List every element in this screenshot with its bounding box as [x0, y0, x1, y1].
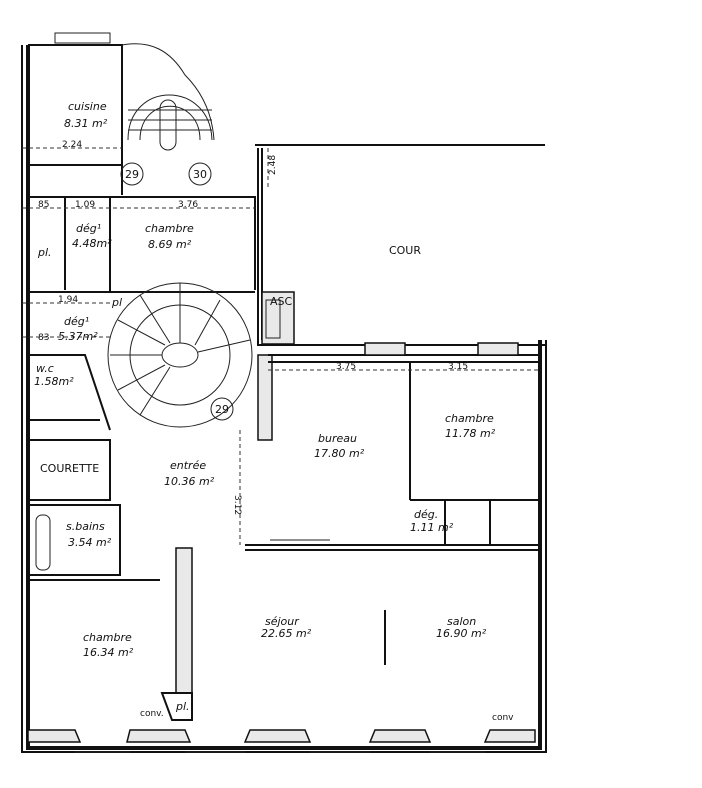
room-name: séjour	[265, 615, 300, 628]
dim-cuisine-width: 2.24	[62, 140, 82, 150]
room-area: 8.69 m²	[148, 238, 192, 251]
room-sejour: séjour 22.65 m²	[261, 615, 312, 640]
room-area: 1.11 m²	[410, 521, 454, 534]
room-placard-top: pl.	[37, 246, 52, 259]
room-area: 1.58m²	[34, 375, 74, 388]
staircase-spiral	[107, 282, 253, 428]
room-chambre-small: chambre 8.69 m²	[145, 222, 194, 251]
room-area: 5.37m²	[58, 330, 98, 343]
room-area: 16.90 m²	[436, 627, 487, 640]
dim-194: 1.94	[58, 295, 78, 305]
dim-312: 3.12	[232, 495, 242, 515]
room-name: chambre	[83, 631, 132, 644]
room-wc: w.c 1.58m²	[34, 362, 74, 388]
room-entree: entrée 10.36 m²	[164, 459, 215, 488]
room-chambre-bottom: chambre 16.34 m²	[83, 631, 134, 659]
room-name: chambre	[445, 412, 494, 425]
room-placard-bottom: pl.	[175, 700, 190, 713]
room-name: dég¹	[64, 315, 89, 328]
room-area: 17.80 m²	[314, 447, 365, 460]
dim-376: 3.76	[178, 200, 198, 210]
room-cour: COUR	[389, 244, 421, 257]
dim-375: 3.75	[336, 362, 356, 372]
room-bureau: bureau 17.80 m²	[314, 432, 365, 460]
dimension-lines	[22, 147, 540, 545]
stair-number: 30	[193, 168, 207, 181]
room-area: 10.36 m²	[164, 475, 215, 488]
room-name: cuisine	[68, 100, 107, 113]
room-name: bureau	[318, 432, 357, 445]
dim-109: 1.09	[75, 200, 95, 210]
room-cuisine: cuisine 8.31 m²	[64, 100, 108, 130]
room-name: dég¹	[76, 222, 101, 235]
room-chambre-right: chambre 11.78 m²	[445, 412, 496, 440]
room-asc: ASC	[270, 295, 293, 308]
dim-315: 3.15	[448, 362, 468, 372]
room-name: salon	[447, 615, 476, 628]
room-sbains: s.bains 3.54 m²	[66, 520, 112, 549]
conv-label-right: conv	[492, 713, 514, 723]
stair-number: 29	[125, 168, 139, 181]
room-name: dég.	[414, 508, 438, 521]
room-deg-top: dég¹ 4.48m²	[72, 222, 112, 250]
walls	[21, 32, 547, 753]
room-area: 4.48m²	[72, 237, 112, 250]
dim-83: 83	[38, 333, 49, 343]
staircase-top	[127, 94, 213, 151]
dim-248: 2.48	[268, 155, 278, 175]
room-name: w.c	[36, 362, 54, 375]
room-deg-mid: dég¹ 5.37m²	[58, 315, 98, 343]
room-area: 22.65 m²	[261, 627, 312, 640]
room-name: entrée	[170, 459, 206, 472]
room-area: 3.54 m²	[68, 536, 112, 549]
room-salon: salon 16.90 m²	[436, 615, 487, 640]
room-courette: COURETTE	[40, 462, 99, 475]
stair-number: 29	[215, 403, 229, 416]
stair-marker-30: 30	[188, 162, 212, 186]
room-area: 16.34 m²	[83, 646, 134, 659]
stair-marker-29-top: 29	[120, 162, 144, 186]
room-placard-mid: pl	[111, 296, 122, 309]
dim-85: 85	[38, 200, 49, 210]
room-deg-small: dég. 1.11 m²	[410, 508, 454, 534]
room-name: chambre	[145, 222, 194, 235]
stair-marker-29-mid: 29	[210, 397, 234, 421]
conv-label-left: conv.	[140, 709, 164, 719]
room-name: s.bains	[66, 520, 105, 533]
room-area: 11.78 m²	[445, 427, 496, 440]
room-area: 8.31 m²	[64, 117, 108, 130]
